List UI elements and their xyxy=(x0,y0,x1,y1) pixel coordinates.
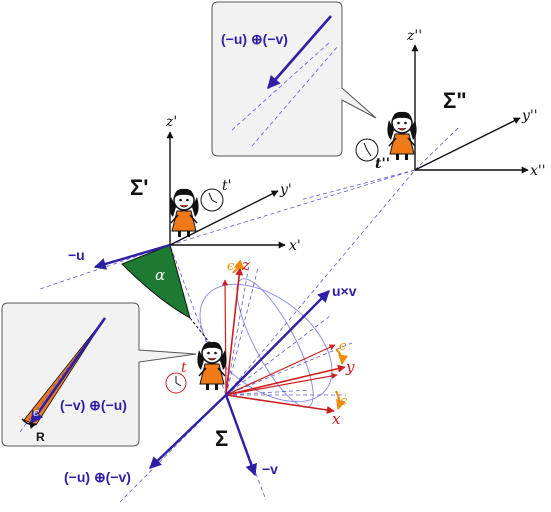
callout-guide xyxy=(251,45,339,147)
rotation-ellipse-outer xyxy=(199,283,333,403)
epsilon-arc-y xyxy=(335,348,349,365)
rotation-arc xyxy=(21,418,37,429)
observer-sigma xyxy=(196,341,228,391)
z-axis-rotated xyxy=(222,279,229,396)
callout-vector xyxy=(267,15,332,89)
clock-sigma-prime xyxy=(200,188,224,212)
clock-label-t-prime: t' xyxy=(222,178,231,194)
top-callout-label: (−u) ⊕(−v) xyxy=(221,31,288,47)
clock-label-t-double-prime: t'' xyxy=(375,156,390,172)
guide-line xyxy=(225,267,259,396)
epsilon-label-y: ϵ xyxy=(339,339,347,354)
axis-label-z-prime: z' xyxy=(165,114,177,130)
guide-line xyxy=(299,169,416,201)
y-axis xyxy=(225,364,346,396)
epsilon-label-x: ϵ xyxy=(340,394,348,409)
guide-line xyxy=(225,389,311,396)
y-axis-rotated xyxy=(225,344,336,396)
alpha-wedge xyxy=(121,244,191,320)
u-cross-v-vector xyxy=(225,290,330,396)
epsilon-arc-x xyxy=(335,390,346,410)
frame-label-sigma-prime: Σ' xyxy=(130,175,148,200)
x-axis xyxy=(225,394,335,414)
clock-label-t: t xyxy=(181,360,187,376)
axis-label-z: z xyxy=(241,256,250,274)
axis-label-x: x xyxy=(332,410,341,428)
epsilon-label-z: ϵ xyxy=(227,259,235,274)
guide-line xyxy=(414,127,459,171)
vector-label-combined: (−u) ⊕(−v) xyxy=(64,469,131,485)
axis-label-x-prime: x' xyxy=(289,238,301,254)
left-callout-label: (−v) ⊕(−u) xyxy=(60,397,127,413)
top-callout xyxy=(211,1,377,157)
frame-label-sigma: Σ xyxy=(215,426,228,451)
minus-v-vector xyxy=(224,394,257,477)
angle-label-alpha: α xyxy=(155,266,165,284)
vector-label-u-cross-v: u×v xyxy=(332,283,357,299)
minus-u-vector xyxy=(93,243,171,270)
combined-velocity-vector xyxy=(149,394,227,469)
left-callout xyxy=(1,302,197,447)
guide-line xyxy=(169,244,227,396)
vector-label-minus-v: −v xyxy=(262,461,278,477)
guide-line xyxy=(225,264,250,396)
axis-label-y-prime: y' xyxy=(279,182,292,198)
axis-label-y: y xyxy=(345,358,355,376)
guide-line xyxy=(225,315,331,396)
sigma-double-prime-frame xyxy=(355,44,529,174)
axis-label-x-double-prime: x'' xyxy=(530,163,546,179)
sigma-frame xyxy=(39,169,416,503)
clock-sigma xyxy=(165,372,187,394)
frame-label-sigma-double-prime: Σ" xyxy=(443,88,467,113)
rotation-ellipse-inner xyxy=(236,278,314,408)
y-double-prime-axis xyxy=(414,117,521,171)
vector-label-minus-u: −u xyxy=(68,247,85,263)
axis-label-y-double-prime: y'' xyxy=(521,108,538,124)
observer-sigma-double-prime xyxy=(386,111,418,161)
clock-sigma-double-prime xyxy=(355,138,379,162)
alpha-dashed-edge xyxy=(189,317,215,349)
epsilon-arc-z xyxy=(232,259,245,274)
guide-line xyxy=(169,169,416,246)
axis-label-z-double-prime: z'' xyxy=(406,28,422,44)
rotation-label-r: R xyxy=(36,430,45,444)
callout-guide xyxy=(231,41,331,131)
z-axis xyxy=(225,267,244,396)
observer-sigma-prime xyxy=(168,188,200,238)
callout-vector xyxy=(29,317,107,425)
left-callout-epsilon: ϵ xyxy=(33,406,39,419)
guide-line xyxy=(225,342,353,396)
sigma-prime-frame xyxy=(93,131,286,349)
x-axis-rotated xyxy=(225,373,338,396)
